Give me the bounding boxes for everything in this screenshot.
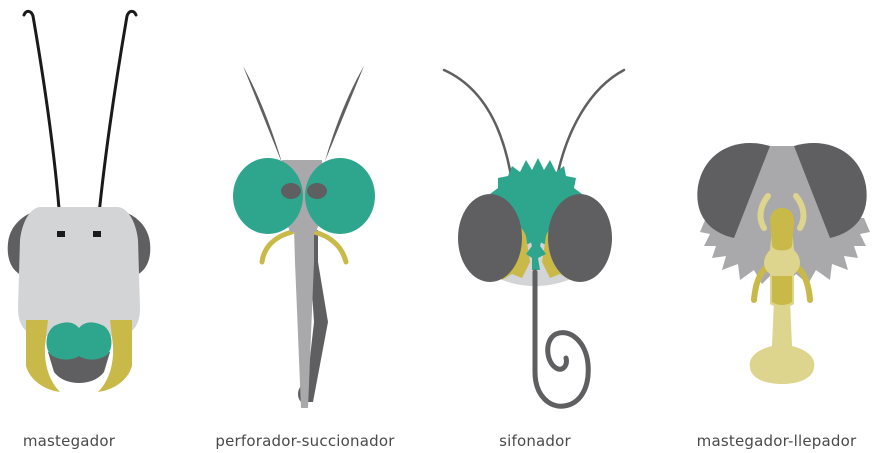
- piercing-antenna-socket-right: [307, 183, 327, 199]
- piercing-sucking-head: [233, 66, 375, 408]
- label-chewing: mastegador: [0, 430, 138, 452]
- chewing-head-capsule: [18, 207, 140, 336]
- piercing-palp-left: [262, 232, 292, 262]
- chewing-antenna-right: [97, 11, 136, 234]
- piercing-palp-right: [314, 232, 346, 262]
- chewing-antenna-left: [24, 11, 61, 234]
- lapping-labrum: [770, 208, 794, 251]
- chewing-antenna-base-left: [57, 231, 65, 237]
- chewing-lapping-head: [697, 143, 870, 384]
- siphoning-eye-right: [548, 194, 612, 282]
- label-siphoning: sifonador: [470, 430, 600, 452]
- lapping-glossa: [750, 300, 815, 384]
- siphoning-proboscis: [535, 272, 588, 406]
- siphoning-head: [444, 70, 624, 406]
- siphoning-antenna-left: [444, 70, 512, 182]
- chewing-head: [8, 11, 151, 392]
- siphoning-eye-left: [458, 194, 522, 282]
- label-piercing-sucking: perforador-succionador: [185, 430, 425, 452]
- siphoning-antenna-right: [556, 70, 624, 182]
- label-chewing-lapping: mastegador-llepador: [670, 430, 883, 452]
- chewing-antenna-base-right: [93, 231, 101, 237]
- piercing-antenna-socket-left: [281, 183, 301, 199]
- lapping-mentum: [772, 276, 792, 305]
